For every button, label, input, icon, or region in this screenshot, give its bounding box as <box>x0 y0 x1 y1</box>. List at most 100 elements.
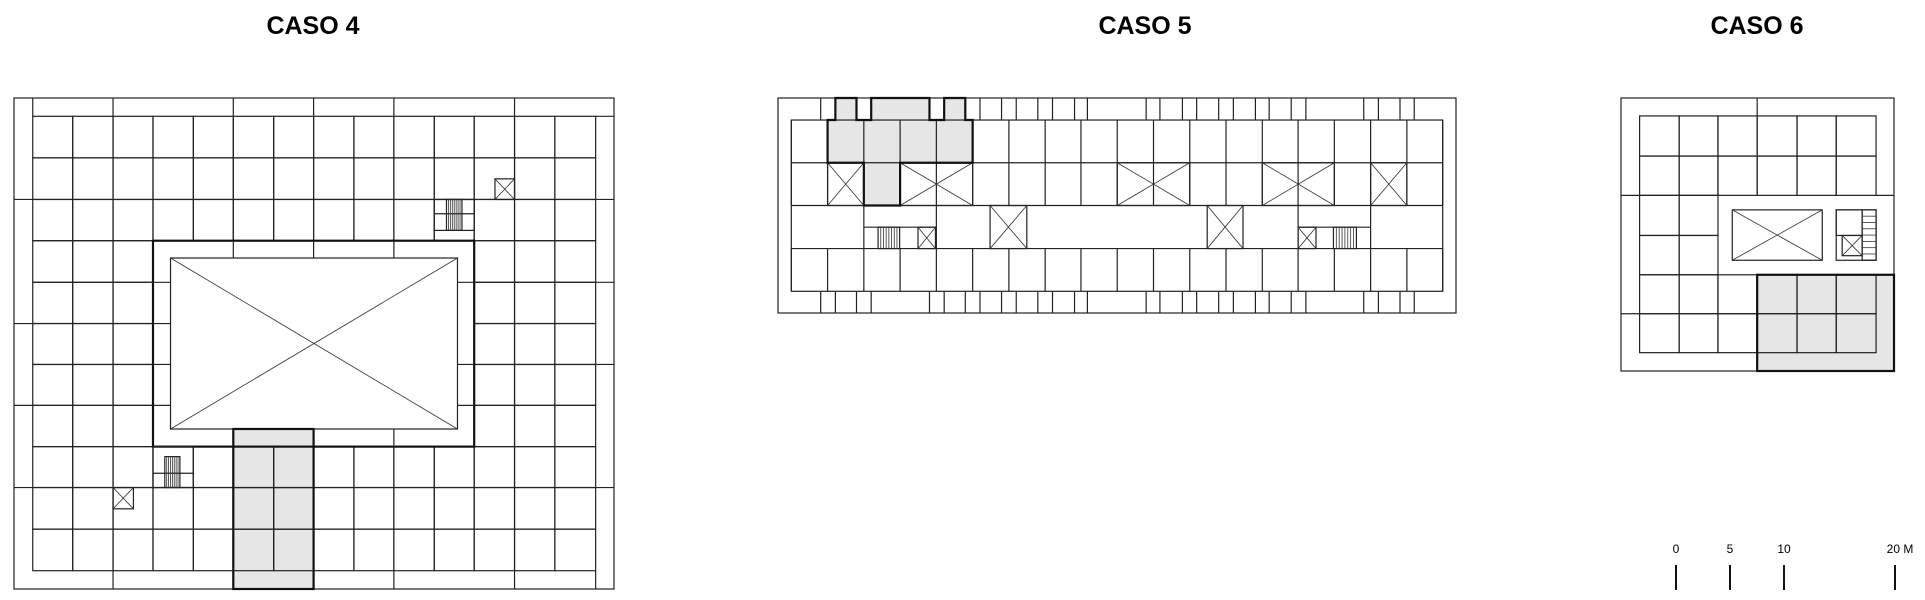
plan-cell <box>554 240 597 283</box>
plan-cell <box>112 528 154 572</box>
highlight-area <box>232 427 315 591</box>
stair-icon <box>152 446 194 489</box>
scale-bar: 0 5 10 20 M <box>1673 542 1914 590</box>
plan-cell <box>32 240 74 283</box>
plan-cell <box>192 198 234 242</box>
plan-cell <box>353 198 395 242</box>
atrium-void <box>1731 209 1823 261</box>
plan-cell <box>433 528 475 572</box>
plan-cell <box>72 281 114 325</box>
plan-cell <box>72 115 114 159</box>
scale-label-20: 20 M <box>1887 542 1914 556</box>
plan-cell <box>273 157 315 201</box>
plan-cell <box>554 281 597 325</box>
stair-core <box>1835 209 1863 237</box>
plan-cell <box>32 446 74 489</box>
plan-cell <box>513 240 556 283</box>
plan-cell <box>312 115 355 159</box>
plan-cell <box>232 198 275 242</box>
plan-cell <box>1756 115 1798 157</box>
plan-cell <box>1756 155 1798 196</box>
plan-cell <box>1638 313 1680 354</box>
plan-cell <box>72 486 114 530</box>
plan-cell <box>72 240 114 283</box>
plan-cell <box>393 198 435 242</box>
plan-cell <box>192 115 234 159</box>
elevator-icon <box>1841 235 1863 256</box>
plan-cell <box>312 486 355 530</box>
plan-cell <box>112 240 154 283</box>
plan-cell <box>554 404 597 448</box>
floor-plan-caso-4 <box>13 97 615 591</box>
plan-cell <box>192 446 234 489</box>
plan-cell <box>1638 155 1680 196</box>
plan-cell <box>554 528 597 572</box>
elevator-icon <box>494 178 515 200</box>
plan-cell <box>513 363 556 406</box>
plan-cell <box>1796 115 1837 157</box>
plan-cell <box>152 115 194 159</box>
plan-cell <box>152 157 194 201</box>
plan-cell <box>554 322 597 366</box>
void-cross-box <box>1206 204 1244 250</box>
void-cross-box <box>917 226 936 249</box>
plan-cell <box>1835 115 1877 157</box>
plan-cell <box>32 404 74 448</box>
plan-cell <box>32 486 74 530</box>
plan-cell <box>1678 155 1719 196</box>
void-cross-box <box>1262 162 1335 206</box>
plan-cell <box>1717 274 1758 315</box>
plan-cell <box>72 363 114 406</box>
highlight-area <box>826 96 974 207</box>
plan-cell <box>513 404 556 448</box>
plan-cell <box>513 528 556 572</box>
plan-cell <box>72 446 114 489</box>
plan-cell <box>1638 115 1680 157</box>
plan-cell <box>1638 234 1680 276</box>
plan-cell <box>393 157 435 201</box>
plan-cell <box>513 322 556 366</box>
plan-cell <box>112 363 154 406</box>
floor-plan-caso-5 <box>777 96 1457 314</box>
plan-cell <box>513 486 556 530</box>
plan-cell <box>473 115 516 159</box>
plan-cell <box>393 446 435 489</box>
plan-cell <box>32 281 74 325</box>
floor-plan-caso-6 <box>1620 97 1896 373</box>
elevator-icon <box>112 486 135 510</box>
plan-cell <box>473 528 516 572</box>
plan-cell <box>273 198 315 242</box>
plan-cell <box>32 363 74 406</box>
plan-cell <box>1638 274 1680 315</box>
plan-cell <box>513 157 556 201</box>
plan-cell <box>32 528 74 572</box>
plan-cell <box>473 446 516 489</box>
plan-cell <box>72 322 114 366</box>
plan-cell <box>554 198 597 242</box>
atrium-void <box>170 257 458 430</box>
void-cross-box <box>827 162 865 206</box>
plan-cell <box>554 115 597 159</box>
elevator-icon <box>112 487 134 510</box>
plan-cell <box>473 281 516 325</box>
plan-cell <box>554 157 597 201</box>
void-cross-box <box>989 204 1028 250</box>
plan-cell <box>312 528 355 572</box>
plan-cell <box>513 446 556 489</box>
plan-cell <box>1796 155 1837 196</box>
scale-label-0: 0 <box>1673 542 1680 556</box>
plan-cell <box>112 198 154 242</box>
outer-boundary <box>777 97 1457 314</box>
void-cross-box <box>989 205 1028 249</box>
plan-cell <box>1717 313 1758 354</box>
plan-cell <box>1678 234 1719 276</box>
plan-cell <box>1717 115 1758 157</box>
elevator-icon <box>494 178 516 201</box>
plan-cell <box>554 486 597 530</box>
plan-cell <box>192 528 234 572</box>
void-cross-box <box>1206 205 1244 249</box>
plan-cell <box>1835 313 1877 354</box>
plan-cell <box>232 157 275 201</box>
plan-cell <box>433 486 475 530</box>
